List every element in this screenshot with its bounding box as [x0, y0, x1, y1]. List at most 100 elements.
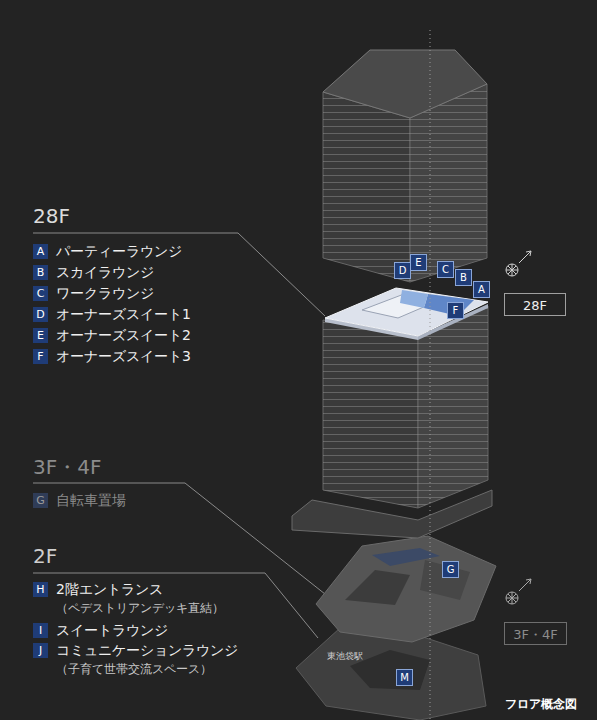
floor-name: 28F	[523, 298, 547, 313]
room-name: スイートラウンジ	[56, 620, 168, 640]
slab-suite	[400, 290, 428, 308]
letter-badge: I	[33, 623, 48, 638]
letter-badge: H	[33, 582, 48, 597]
item-row: H 2階エントランス	[33, 579, 224, 599]
room-note: （ペデストリアンデッキ直結）	[56, 599, 224, 617]
compass-tick	[508, 266, 516, 274]
tower-face	[418, 306, 488, 508]
callout-letter: M	[400, 672, 409, 683]
slab-top	[325, 288, 488, 336]
compass-tick	[508, 266, 516, 274]
compass-arrow	[519, 251, 531, 263]
item-row: Bスカイラウンジ	[33, 262, 154, 282]
letter-badge: G	[33, 493, 48, 508]
legend-item: A パーティーラウンジ	[33, 241, 182, 261]
letter-badge: E	[33, 328, 48, 343]
callout-letter: F	[453, 305, 459, 316]
floor-tag: 3F・4F	[504, 622, 567, 645]
legend-item: Eオーナーズスイート2	[33, 325, 191, 345]
compass-arrowhead	[526, 579, 531, 584]
room-name: コミュニケーションラウンジ	[56, 640, 238, 660]
compass-arrowhead	[526, 251, 531, 256]
leader-line	[33, 233, 325, 316]
room-name: オーナーズスイート1	[56, 304, 191, 324]
item-row: I スイートラウンジ	[33, 620, 168, 640]
floor-lines	[418, 306, 488, 508]
callout-letter: B	[460, 272, 467, 283]
tower-face	[323, 320, 418, 508]
floor-3f4f-plan	[316, 536, 496, 642]
room-name: 自転車置場	[56, 490, 126, 510]
callout-letter: A	[478, 284, 485, 295]
floor-tag: 28F	[504, 293, 566, 316]
room-note: （子育て世帯交流スペース）	[56, 660, 238, 678]
callout-letter: G	[447, 564, 455, 575]
item-row: J コミュニケーションラウンジ	[33, 640, 238, 660]
callout-marker: E	[410, 254, 427, 271]
callout-marker: D	[394, 262, 411, 279]
floor-heading: 3F・4F	[33, 454, 101, 481]
floor-heading: 28F	[33, 204, 70, 228]
compass-tick	[508, 594, 516, 602]
legend-item: H 2階エントランス（ペデストリアンデッキ直結）	[33, 579, 224, 617]
letter-badge: C	[33, 286, 48, 301]
letter-badge: F	[33, 349, 48, 364]
callout-marker: A	[473, 281, 490, 298]
legend-item: J コミュニケーションラウンジ（子育て世帯交流スペース）	[33, 640, 238, 678]
callout-letter: E	[415, 257, 421, 268]
floor-lines	[410, 84, 487, 282]
compass-tick	[508, 594, 516, 602]
plan-room	[345, 570, 410, 605]
item-row: C ワークラウンジ	[33, 283, 154, 303]
letter-badge: B	[33, 265, 48, 280]
callout-marker: M	[396, 669, 413, 686]
item-row: Eオーナーズスイート2	[33, 325, 191, 345]
compass-symbol	[506, 251, 531, 276]
item-row: A パーティーラウンジ	[33, 241, 182, 261]
room-name: オーナーズスイート3	[56, 346, 191, 366]
item-row: D オーナーズスイート1	[33, 304, 191, 324]
letter-badge: J	[33, 643, 48, 658]
upper-tower	[323, 50, 487, 282]
tower-face	[323, 92, 410, 282]
caption: フロア概念図	[505, 696, 577, 713]
legend-item: C ワークラウンジ	[33, 283, 154, 303]
callout-marker: C	[437, 261, 454, 278]
room-name: ワークラウンジ	[56, 283, 154, 303]
compass-ring	[506, 592, 518, 604]
legend-item: I スイートラウンジ	[33, 620, 168, 640]
floor-28f-slab	[325, 288, 488, 340]
legend-item: Bスカイラウンジ	[33, 262, 154, 282]
plan-outline	[316, 536, 496, 642]
callout-letter: C	[442, 264, 449, 275]
room-name: 2階エントランス	[56, 579, 163, 599]
item-row: G 自転車置場	[33, 490, 126, 510]
leader-line	[33, 483, 330, 598]
lower-tower	[292, 306, 492, 538]
compass-ring	[506, 264, 518, 276]
tower-face	[410, 84, 487, 282]
station-label: 東池袋駅	[327, 650, 363, 663]
floor-lines	[323, 320, 418, 508]
callout-letter: D	[399, 265, 407, 276]
legend-item: F オーナーズスイート3	[33, 346, 191, 366]
callout-marker: G	[442, 561, 459, 578]
letter-badge: D	[33, 307, 48, 322]
floor-lines	[323, 92, 410, 282]
plan-room	[420, 560, 470, 600]
axis-line	[430, 30, 431, 720]
compass-symbol	[506, 579, 531, 604]
letter-badge: A	[33, 244, 48, 259]
floor-2f-plan	[296, 628, 486, 720]
item-row: F オーナーズスイート3	[33, 346, 191, 366]
compass-arrow	[519, 579, 531, 591]
floor-name: 3F・4F	[513, 627, 558, 642]
plan-outline	[296, 628, 486, 720]
room-name: パーティーラウンジ	[56, 241, 182, 261]
legend-item: G 自転車置場	[33, 490, 126, 510]
callout-marker: F	[447, 302, 464, 319]
legend-item: D オーナーズスイート1	[33, 304, 191, 324]
floor-heading: 2F	[33, 544, 57, 568]
tower-roof	[323, 50, 487, 118]
